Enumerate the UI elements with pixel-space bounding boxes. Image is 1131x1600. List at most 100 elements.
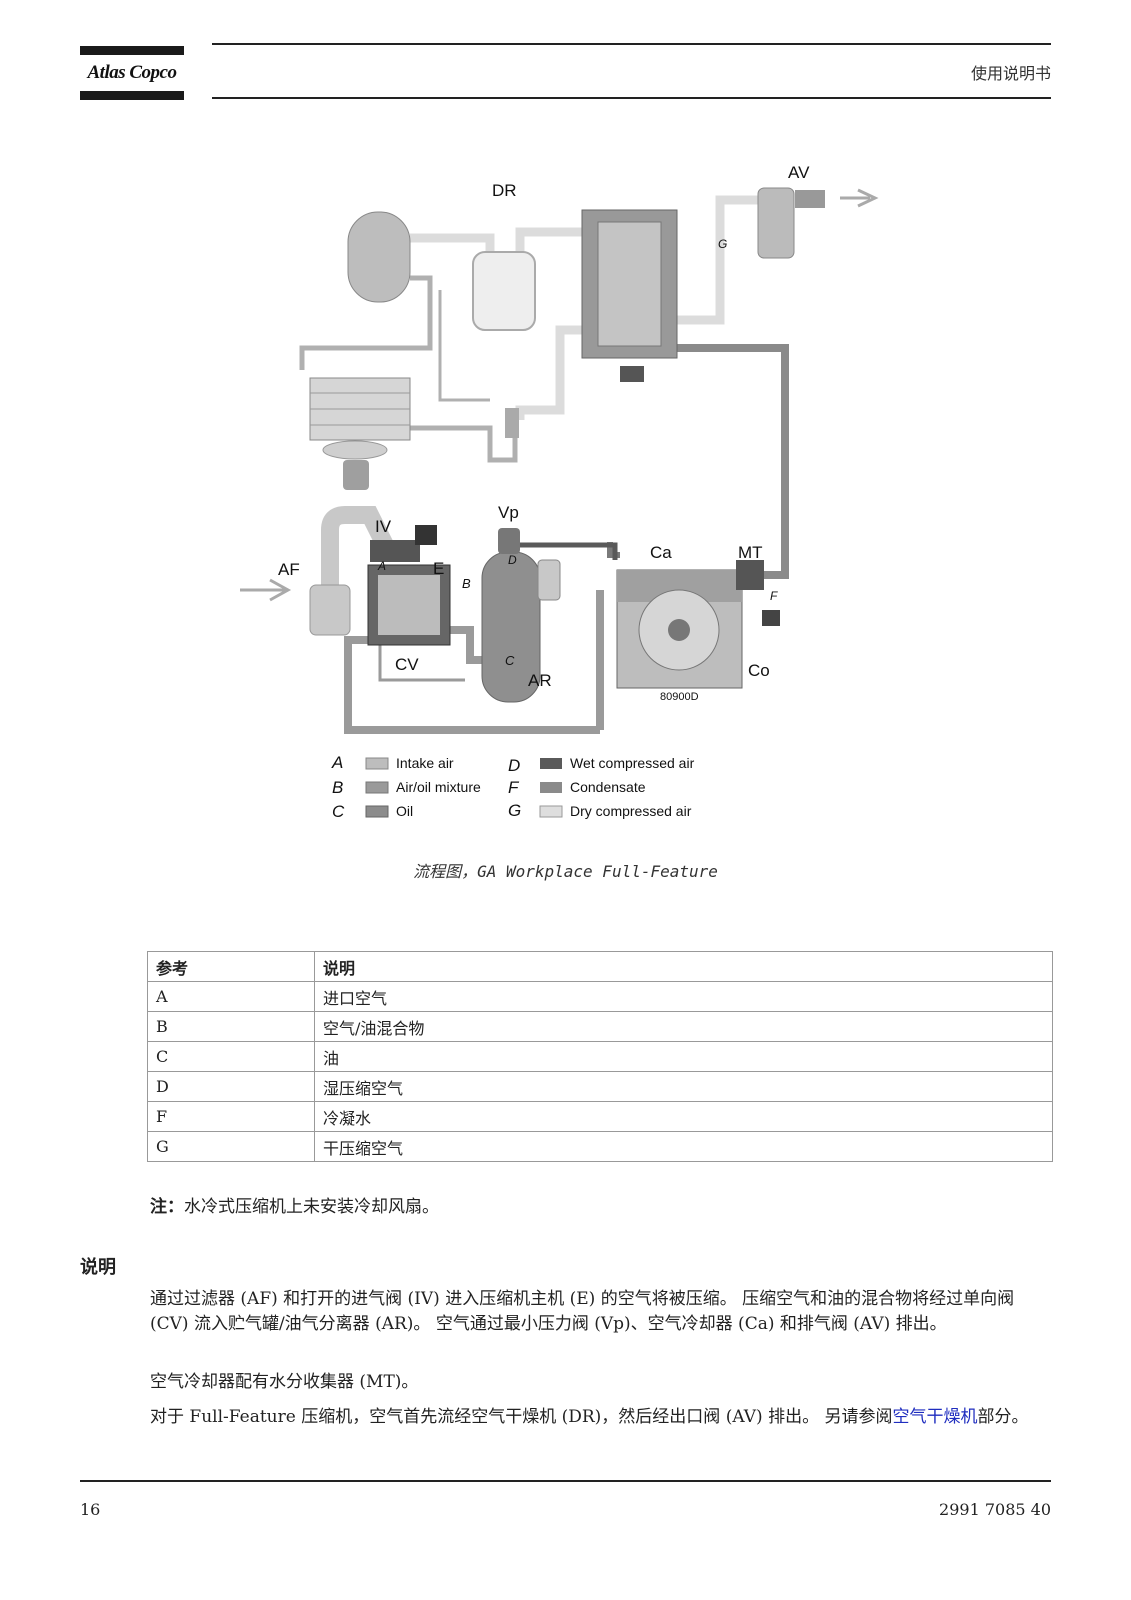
paragraph-3-text-after: 部分。 [977,1407,1029,1427]
figure-caption: 流程图，GA Workplace Full-Feature [413,862,718,881]
header-rule-bottom [212,97,1051,99]
atlas-copco-logo: Atlas Copco [80,46,184,100]
table-row: C 油 [147,1041,1053,1072]
reference-table: 参考 说明 A 进口空气 B 空气/油混合物 C 油 D 湿压缩空气 F 冷凝水… [147,951,1053,1162]
table-row: B 空气/油混合物 [147,1011,1053,1042]
outlet-filter [757,187,795,259]
header-description: 说明 [314,951,1053,982]
paragraph-3-text-before: 对于 Full-Feature 压缩机，空气首先流经空气干燥机 (DR)，然后经… [150,1407,893,1427]
label-e: E [433,559,444,578]
legend-text-f: Condensate [570,779,646,795]
cell-description: 进口空气 [314,981,1053,1012]
air-filter [309,584,351,636]
label-ar: AR [528,671,552,690]
legend-swatch-d [540,758,562,769]
cell-reference: D [147,1071,315,1102]
legend-text-d: Wet compressed air [570,755,695,771]
oil-return-pipe [344,636,600,734]
logo-text: Atlas Copco [87,62,177,83]
label-co: Co [748,661,770,680]
label-mt: MT [738,543,763,562]
cell-description: 湿压缩空气 [314,1071,1053,1102]
cell-reference: B [147,1011,315,1042]
label-av: AV [788,163,810,182]
document-title: 使用说明书 [970,64,1051,83]
expansion-valve [505,408,519,438]
intake-valve [370,540,420,562]
note-label: 注： [150,1197,184,1217]
dryer-receiver-tank [347,211,411,303]
legend-swatch-f [540,782,562,793]
legend-key-a: A [331,753,343,772]
logo-bar-bottom [80,91,184,100]
legend-key-f: F [508,778,520,797]
label-a: A [377,559,386,573]
refrigerant-line-3 [410,425,518,463]
cell-reference: F [147,1101,315,1132]
intake-arrow [240,578,292,602]
minimum-pressure-valve [498,528,520,554]
label-g: G [718,237,727,251]
description-paragraph-2: 空气冷却器配有水分收集器 (MT)。 [150,1372,419,1392]
refrigerant-line-1 [299,275,433,370]
flow-diagram: DR AV G IV Vp AF A E B D CV C AR Ca MT F… [230,160,910,860]
label-ca: Ca [650,543,672,562]
description-paragraph-1: 通过过滤器 (AF) 和打开的进气阀 (IV) 进入压缩机主机 (E) 的空气将… [150,1289,1015,1334]
table-row: F 冷凝水 [147,1101,1053,1132]
label-iv: IV [375,517,392,536]
condensate-drain [762,610,780,626]
cell-description: 干压缩空气 [314,1131,1053,1162]
legend-key-c: C [332,802,345,821]
page-number: 16 [80,1500,101,1519]
cooling-fan-hub [668,619,690,641]
intake-valve-solenoid [415,525,437,545]
label-c: C [505,653,515,668]
fan-motor [343,460,369,490]
description-paragraph-3: 对于 Full-Feature 压缩机，空气首先流经空气干燥机 (DR)，然后经… [150,1405,1055,1430]
compressor-element-rotors [378,575,440,635]
oil-filter [537,559,561,601]
dry-air-pipe-top [410,227,582,255]
legend-key-d: D [508,756,520,775]
label-f: F [770,589,778,603]
section-title: 说明 [80,1257,116,1278]
note: 注：水冷式压缩机上未安装冷却风扇。 [150,1192,439,1217]
legend-swatch-a [365,757,389,770]
label-af: AF [278,560,300,579]
logo-bar-top [80,46,184,55]
cell-description: 油 [314,1041,1053,1072]
document-number: 2991 7085 40 [939,1500,1051,1519]
legend-key-b: B [332,778,343,797]
label-vp: Vp [498,503,519,522]
table-row: D 湿压缩空气 [147,1071,1053,1102]
cell-reference: C [147,1041,315,1072]
check-valve-pipe [445,626,485,664]
drain-valve [620,366,644,382]
moisture-trap [736,560,764,590]
legend-text-c: Oil [396,803,413,819]
air-dryer-link[interactable]: 空气干燥机 [892,1407,978,1427]
legend-swatch-b [365,781,389,794]
table-row: A 进口空气 [147,981,1053,1012]
note-text: 水冷式压缩机上未安装冷却风扇。 [184,1197,439,1217]
oil-line-thin [378,640,465,682]
dry-air-pipe-return [515,325,582,420]
cell-reference: A [147,981,315,1012]
wet-air-pipe [675,344,789,579]
legend-swatch-g [539,805,563,818]
dryer-heat-exchanger-core [597,221,662,347]
refrigerant-line-2 [438,290,490,402]
label-figure-code: 80900D [660,691,699,703]
outlet-arrow [840,188,879,208]
cell-reference: G [147,1131,315,1162]
footer-rule [80,1480,1051,1482]
label-dr: DR [492,181,517,200]
condenser-fan [322,440,388,460]
cell-description: 空气/油混合物 [314,1011,1053,1042]
label-b: B [462,576,471,591]
flow-diagram-svg: DR AV G IV Vp AF A E B D CV C AR Ca MT F… [240,163,879,821]
legend-text-b: Air/oil mixture [396,779,481,795]
legend-text-g: Dry compressed air [570,803,692,819]
intake-pipe [321,506,394,585]
legend-key-g: G [508,801,521,820]
